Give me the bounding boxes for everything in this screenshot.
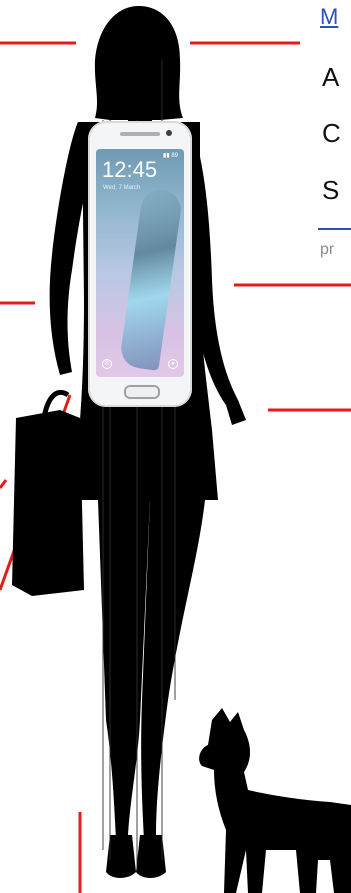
info-divider	[318, 228, 351, 230]
status-bar: ▮▮ 89	[163, 152, 178, 159]
speaker-grille	[120, 132, 160, 136]
camera-shortcut-icon: ●	[168, 359, 178, 369]
phone-top-bezel	[88, 121, 192, 147]
smartphone-image: ▮▮ 89 12:45 Wed, 7 March ✆ ●	[88, 121, 192, 407]
guide-line-small-left	[0, 480, 6, 488]
info-link[interactable]: M	[320, 0, 351, 34]
info-line-1: A	[322, 62, 339, 92]
wallpaper-wave	[119, 187, 184, 371]
info-line-2: C	[322, 118, 341, 148]
phone-call-icon: ✆	[102, 359, 112, 369]
dog-silhouette	[199, 708, 351, 893]
camera-icon	[166, 130, 172, 136]
info-subtext: pr	[320, 241, 334, 259]
info-line-3: S	[322, 175, 339, 205]
home-button	[124, 385, 160, 399]
lockscreen-time: 12:45	[102, 157, 157, 183]
lockscreen-date: Wed, 7 March	[103, 185, 140, 191]
phone-screen: ▮▮ 89 12:45 Wed, 7 March ✆ ●	[96, 149, 184, 377]
